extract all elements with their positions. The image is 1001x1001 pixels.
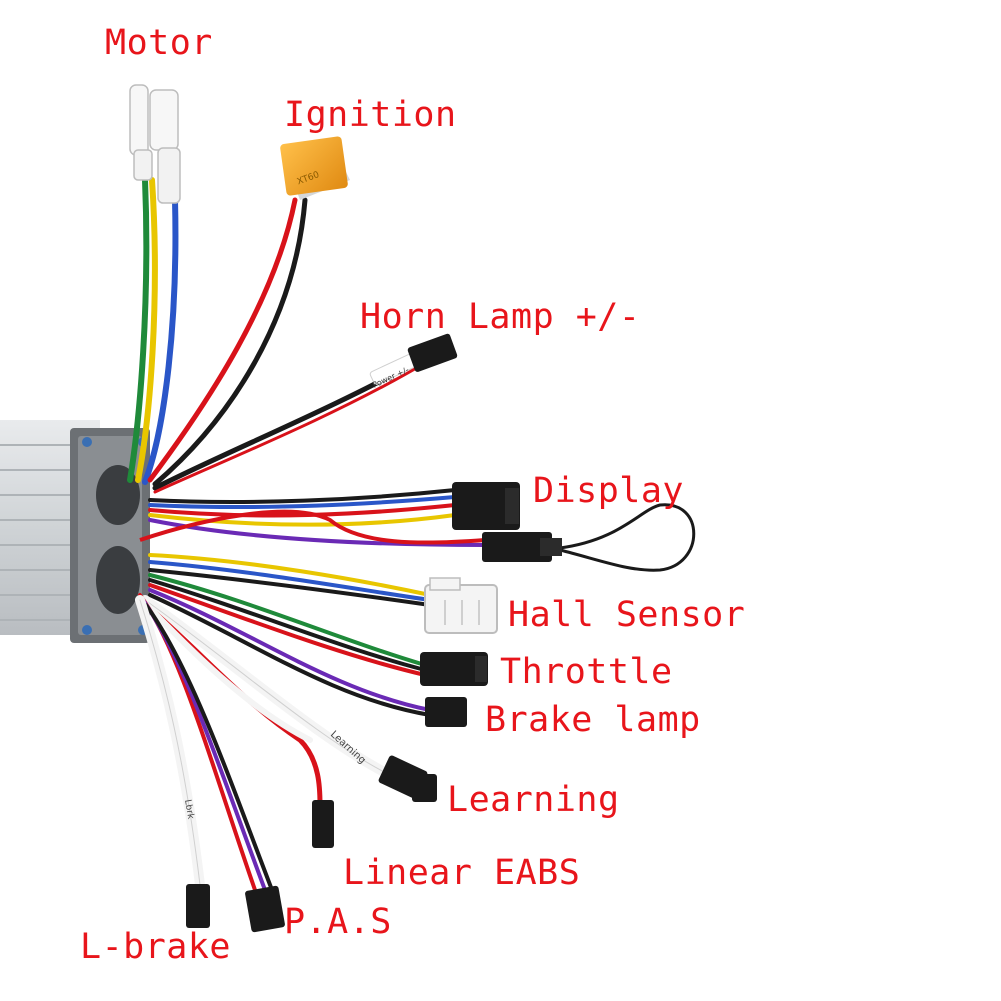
label-motor: Motor <box>105 23 213 63</box>
throttle-connector <box>420 652 488 686</box>
label-display: Display <box>533 471 685 511</box>
svg-text:Lbrk: Lbrk <box>182 799 195 821</box>
label-hall-sensor: Hall Sensor <box>508 595 746 635</box>
label-ignition: Ignition <box>284 95 457 135</box>
svg-text:Learning: Learning <box>328 729 368 766</box>
label-horn-lamp: Horn Lamp +/- <box>360 297 641 337</box>
linear-eabs-wires <box>137 595 323 808</box>
label-learning: Learning <box>447 780 620 820</box>
hall-sensor-connector <box>424 577 498 634</box>
throttle-wires <box>148 573 427 677</box>
label-linear-eabs: Linear EABS <box>343 853 581 893</box>
motor-connectors <box>129 84 181 204</box>
display-connectors <box>452 482 562 562</box>
brake-lamp-wires <box>148 588 432 717</box>
ignition-wires <box>147 197 308 487</box>
red-loop-wire <box>139 509 486 545</box>
hall-sensor-wires <box>148 553 432 607</box>
black-loop-wire <box>559 503 696 572</box>
brake-lamp-connector <box>425 697 467 727</box>
label-l-brake: L-brake <box>80 927 232 967</box>
horn-lamp-wire <box>152 352 423 494</box>
pas-wires <box>138 593 274 892</box>
linear-eabs-connector <box>312 800 334 848</box>
ignition-connector: XT60 <box>280 136 350 200</box>
pas-connector <box>245 885 285 933</box>
learning-connector <box>378 755 437 802</box>
controller-housing <box>0 420 150 643</box>
l-brake-wires: Lbrk <box>135 595 205 890</box>
label-brake-lamp: Brake lamp <box>485 700 701 740</box>
label-throttle: Throttle <box>500 652 673 692</box>
label-pas: P.A.S <box>284 902 392 942</box>
l-brake-connector <box>186 884 210 928</box>
display-wires <box>148 488 487 547</box>
motor-wires <box>127 177 179 485</box>
horn-lamp-connector <box>407 333 458 372</box>
